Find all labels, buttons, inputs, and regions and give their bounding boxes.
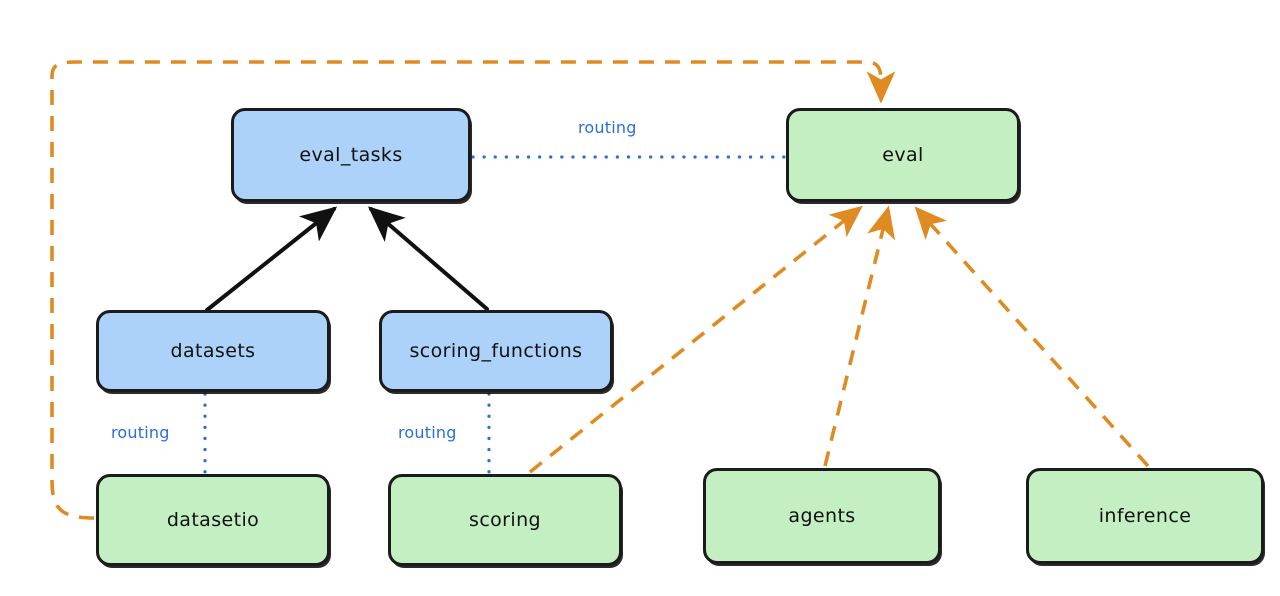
node-eval-tasks-label: eval_tasks	[299, 143, 403, 166]
edge-agents-to-eval	[823, 205, 896, 467]
node-eval[interactable]: eval	[786, 108, 1020, 202]
node-scoring[interactable]: scoring	[388, 474, 622, 566]
edge-scoring-functions-to-eval-tasks	[367, 206, 489, 311]
node-datasetio-label: datasetio	[166, 508, 260, 531]
edge-inference-to-eval	[914, 206, 1150, 468]
node-datasetio[interactable]: datasetio	[96, 474, 330, 566]
node-agents-label: agents	[788, 504, 856, 527]
node-eval-tasks[interactable]: eval_tasks	[231, 108, 471, 202]
edge-scoring-to-eval	[528, 205, 863, 474]
node-scoring-functions-label: scoring_functions	[409, 339, 583, 362]
node-inference-label: inference	[1098, 504, 1192, 527]
edge-label-routing-scoring-functions: routing	[398, 423, 457, 442]
node-datasets-label: datasets	[170, 339, 256, 362]
edge-datasets-to-eval-tasks	[205, 206, 338, 312]
node-scoring-label: scoring	[469, 508, 541, 531]
node-agents[interactable]: agents	[703, 468, 941, 564]
edge-label-routing-datasets: routing	[111, 423, 170, 442]
node-inference[interactable]: inference	[1026, 468, 1264, 564]
edge-label-routing-eval-tasks: routing	[578, 118, 637, 137]
node-datasets[interactable]: datasets	[96, 310, 330, 392]
edge-datasetio-to-eval	[50, 60, 896, 520]
node-eval-label: eval	[882, 143, 924, 166]
node-scoring-functions[interactable]: scoring_functions	[379, 310, 613, 392]
